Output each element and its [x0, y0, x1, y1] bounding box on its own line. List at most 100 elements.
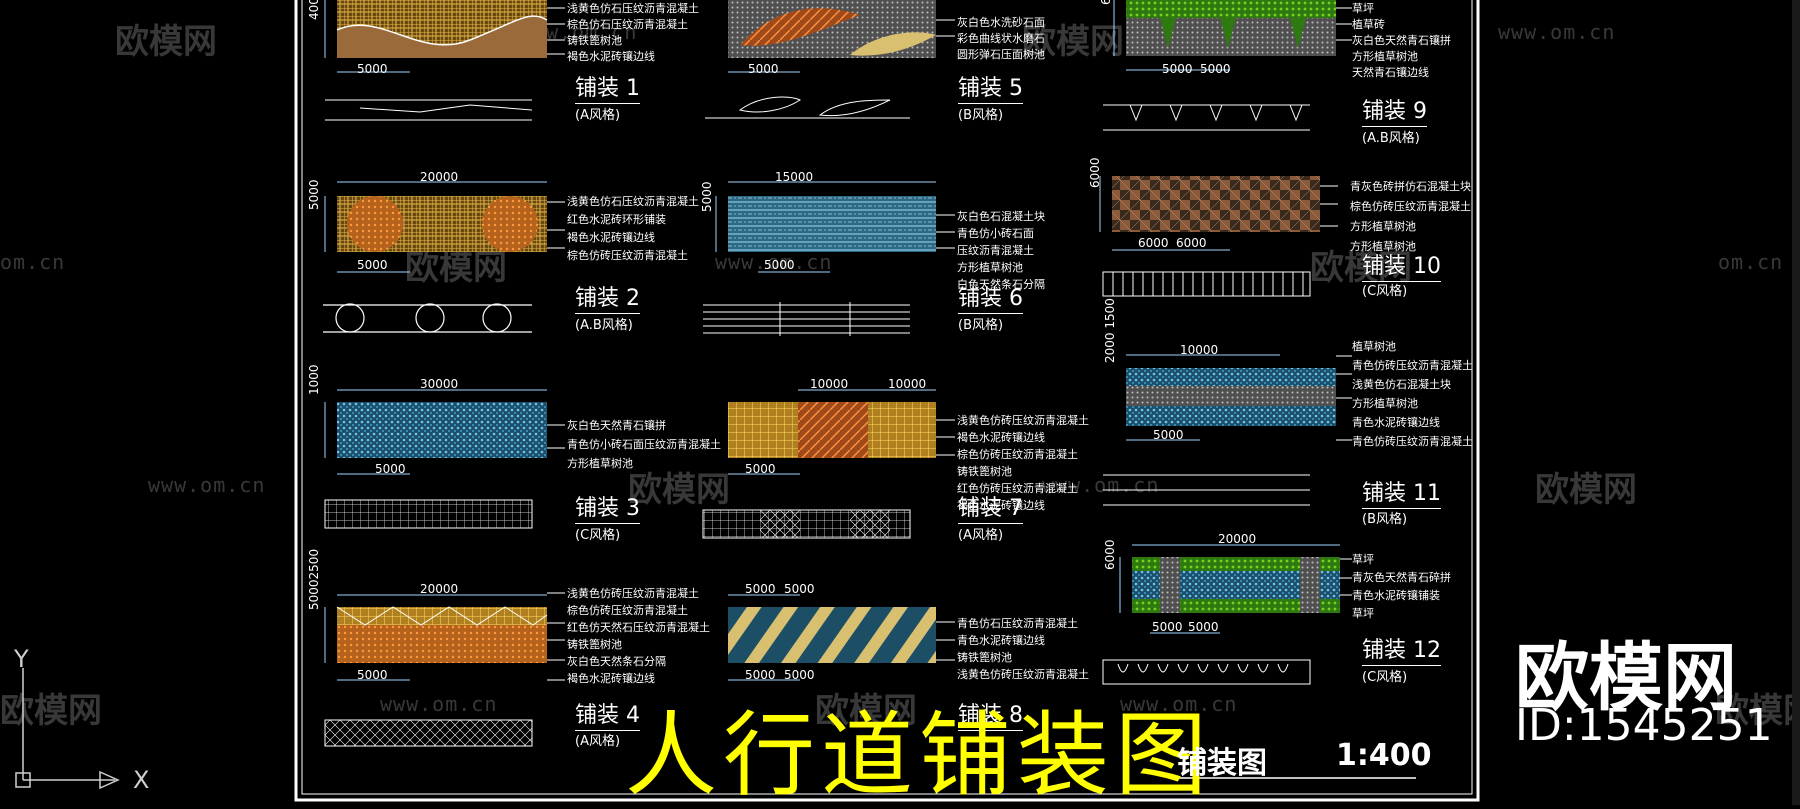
panel-style: (C风格) — [1362, 670, 1408, 685]
panel-name: 铺装 12 — [1362, 632, 1441, 666]
dimension-bottom: 6000 — [1176, 236, 1207, 250]
axis-x-label: X — [133, 766, 150, 794]
dimension-side: 5000 — [700, 181, 714, 212]
material-note: 铸铁篦树池 — [957, 465, 1012, 478]
vertical-scrollbar[interactable] — [1792, 0, 1800, 805]
dimension-bottom: 5000 — [1188, 620, 1219, 634]
watermark-url-5: www.om.cn — [1042, 473, 1160, 497]
ucs-axis-icon — [15, 668, 120, 790]
material-note: 棕色仿砖压纹沥青混凝土 — [567, 604, 688, 617]
dimension-bottom: 5000 — [745, 668, 776, 682]
dimension-bottom: 5000 — [1200, 62, 1231, 76]
material-note: 褐色水泥砖镶边线 — [957, 431, 1045, 444]
watermark-logo-1: 欧模网 — [115, 22, 217, 62]
panel-name: 铺装 3 — [575, 490, 640, 524]
dimension-bottom: 5000 — [1162, 62, 1193, 76]
panel-2-plan — [323, 181, 547, 333]
material-note: 方形植草树池 — [567, 457, 633, 470]
material-note: 红色仿砖压纹沥青混凝土 — [957, 482, 1078, 495]
dimension-side: 40000 — [307, 0, 321, 20]
dimension-top: 10000 — [810, 377, 849, 391]
panel-4-plan — [324, 594, 548, 747]
panel-style: (B风格) — [958, 318, 1004, 333]
dimension-side: 50002500 — [307, 548, 321, 610]
material-note: 草坪 — [1352, 607, 1374, 620]
material-note: 青色仿小砖石面压纹沥青混凝土 — [567, 438, 721, 451]
sheet-frame-outer — [294, 0, 1480, 802]
brand-id: ID:1545251 — [1515, 700, 1773, 751]
material-note: 浅黄色仿石混凝土块 — [1352, 378, 1451, 391]
watermark-url-4: www.om.cn — [715, 250, 833, 274]
material-note: 棕色仿砖压纹沥青混凝土 — [567, 249, 688, 262]
panel-name: 铺装 8 — [958, 697, 1023, 731]
material-note: 浅黄色仿砖压纹沥青混凝土 — [567, 587, 699, 600]
material-note: 红色水泥砖环形铺装 — [567, 213, 666, 226]
dimension-side: 6000 — [1103, 539, 1117, 570]
material-note: 青灰色砖拼仿石混凝土块 — [1350, 180, 1471, 193]
sheet-frame-inner — [301, 0, 1473, 795]
material-note: 褐色水泥砖镶边线 — [957, 499, 1045, 512]
dimension-top: 15000 — [775, 170, 814, 184]
dimension-bottom: 5000 — [1152, 620, 1183, 634]
material-note: 铸铁篦树池 — [567, 34, 622, 47]
dimension-top: 20000 — [420, 170, 459, 184]
material-note: 天然青石镶边线 — [1352, 66, 1429, 79]
material-note: 草坪 — [1352, 2, 1374, 15]
material-note: 浅黄色仿石压纹沥青混凝土 — [567, 2, 699, 15]
dimension-top-2: 10000 — [888, 377, 927, 391]
material-note: 红色仿天然石压纹沥青混凝土 — [567, 621, 710, 634]
panel-5-plan — [705, 0, 936, 119]
dimension-side: 2000 1500 — [1103, 298, 1117, 363]
material-note: 方形植草树池 — [1352, 50, 1418, 63]
watermark-url-8: www.om.cn — [1120, 692, 1238, 716]
panel-name: 铺装 2 — [575, 280, 640, 314]
panel-style: (C风格) — [1362, 284, 1408, 299]
panel-name: 铺装 5 — [958, 70, 1023, 104]
dimension-top-2: 5000 — [784, 582, 815, 596]
panel-name: 铺装 4 — [575, 697, 640, 731]
watermark-logo-4: 欧模网 — [628, 470, 730, 510]
material-note: 灰白色天然青石镶拼 — [567, 419, 666, 432]
panel-1-plan — [324, 0, 548, 121]
brand-logo-text: 欧模网 — [1515, 635, 1737, 721]
material-note: 青色水泥砖镶边线 — [1352, 416, 1440, 429]
material-note: 植草砖 — [1352, 18, 1385, 31]
material-note: 圆形弹石压面树池 — [957, 48, 1045, 61]
panel-9-plan — [1103, 0, 1336, 131]
dimension-top: 30000 — [420, 377, 459, 391]
material-note: 白色天然条石分隔 — [957, 278, 1045, 291]
dimension-top: 5000 — [745, 582, 776, 596]
material-note: 褐色水泥砖镶边线 — [567, 672, 655, 685]
material-note: 灰白色天然青石镶拼 — [1352, 34, 1451, 47]
material-note: 褐色水泥砖镶边线 — [567, 231, 655, 244]
leader-lines — [547, 7, 1352, 681]
watermark-logo-8: 欧模网 — [815, 691, 917, 731]
dimension-bottom: 5000 — [375, 462, 406, 476]
material-note: 草坪 — [1352, 553, 1374, 566]
material-note: 浅黄色仿石压纹沥青混凝土 — [567, 195, 699, 208]
axis-y-label: Y — [14, 645, 29, 673]
panel-style: (B风格) — [958, 108, 1004, 123]
material-note: 灰白色石混凝土块 — [957, 210, 1045, 223]
panel-12-plan — [1102, 544, 1340, 685]
dimension-bottom: 5000 — [357, 62, 388, 76]
watermark-url-9: www.om.cn — [380, 692, 498, 716]
dimension-bottom: 5000 — [745, 462, 776, 476]
material-note: 青色仿小砖石面 — [957, 227, 1034, 240]
panel-name: 铺装 7 — [958, 490, 1023, 524]
sheet-scale: 1:400 — [1336, 738, 1432, 773]
panel-6-plan — [703, 181, 936, 336]
panel-11-plan — [1103, 354, 1336, 506]
watermark-logo-7: 欧模网 — [1535, 470, 1637, 510]
panel-name: 铺装 1 — [575, 70, 640, 104]
material-note: 棕色仿砖压纹沥青混凝土 — [957, 448, 1078, 461]
watermark-logo-3: 欧模网 — [405, 248, 507, 288]
material-note: 灰白色水洗砂石面 — [957, 16, 1045, 29]
panel-style: (A.B风格) — [1362, 131, 1420, 146]
material-note: 铸铁篦树池 — [567, 638, 622, 651]
panel-10-plan — [1099, 176, 1320, 297]
dimension-top: 10000 — [1180, 343, 1219, 357]
material-note: 灰白色天然条石分隔 — [567, 655, 666, 668]
sheet-name: 铺装图 — [1177, 746, 1267, 781]
